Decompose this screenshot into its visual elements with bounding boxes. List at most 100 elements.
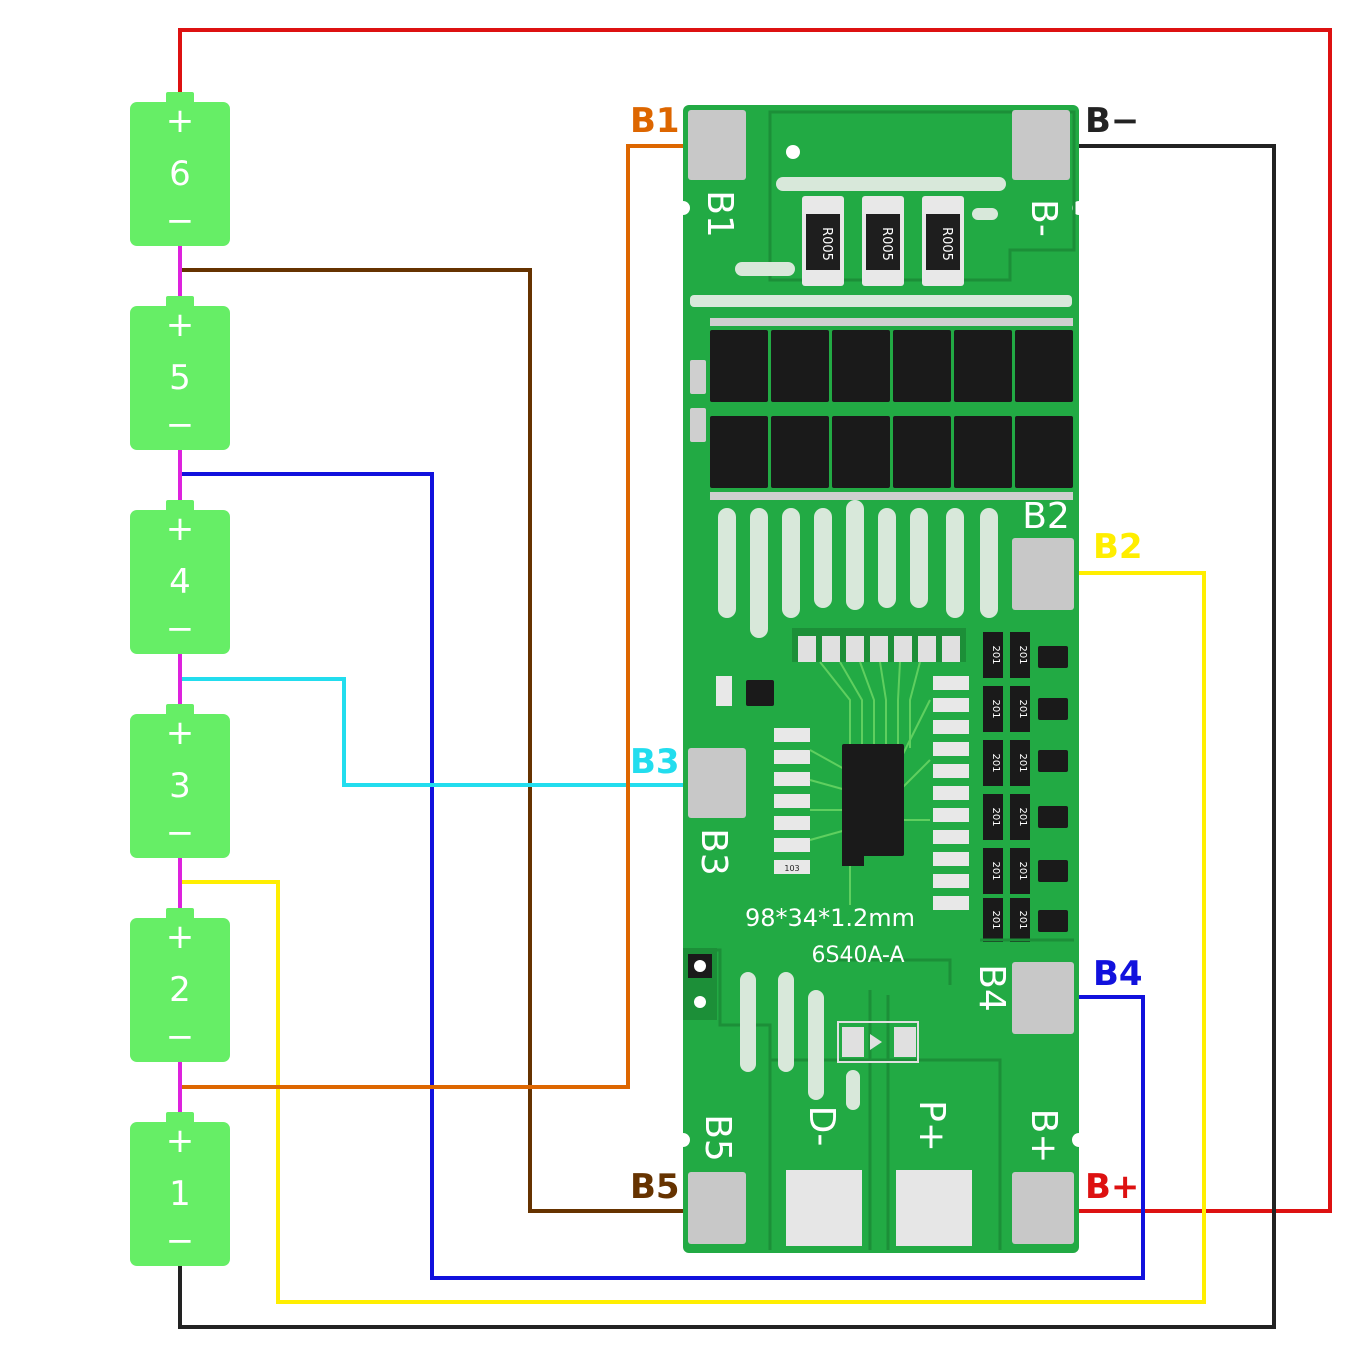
- resistor-label: 201: [1017, 807, 1028, 826]
- b3-wire: [180, 677, 718, 787]
- cell-number: 3: [169, 766, 191, 806]
- b1-pad: [688, 110, 746, 180]
- resistor-label: 201: [990, 699, 1001, 718]
- solder-strip-short: [735, 262, 795, 276]
- cell-minus-label: −: [166, 609, 195, 649]
- cell-6: + 6 −: [130, 92, 230, 246]
- resistor-label: 201: [990, 910, 1001, 929]
- shunt-label: R005: [939, 227, 954, 261]
- bms-controller-ic: [842, 744, 904, 866]
- board-size-text: 98*34*1.2mm: [745, 904, 915, 932]
- bottom-solder-stripes: [740, 972, 860, 1110]
- resistor-label: 201: [990, 645, 1001, 664]
- resistor-label: 201: [990, 807, 1001, 826]
- label-b2: B2: [1093, 527, 1143, 567]
- resistor-column-middle: [933, 676, 969, 910]
- shunt-label: R005: [879, 227, 894, 261]
- resistor-label: 201: [1017, 699, 1028, 718]
- silk-b-plus: B+: [1023, 1109, 1064, 1164]
- cell-minus-label: −: [166, 813, 195, 853]
- resistor-label: 201: [990, 861, 1001, 880]
- label-b3: B3: [630, 742, 680, 782]
- cell-plus-label: +: [166, 305, 195, 345]
- cell-5: + 5 −: [130, 296, 230, 450]
- b2-pad: [1012, 538, 1074, 610]
- silk-b4: B4: [971, 964, 1012, 1012]
- d-minus-pad: [786, 1170, 862, 1246]
- mosfet-array: [710, 330, 1073, 488]
- b4-pad: [1012, 962, 1074, 1034]
- small-transistor: [746, 680, 774, 706]
- resistor-label: 201: [1017, 910, 1028, 929]
- cell-number: 5: [169, 358, 191, 398]
- b1-wire: [180, 144, 718, 1089]
- label-b1: B1: [630, 101, 680, 141]
- bms-pcb: R005 R005 R005: [676, 105, 1086, 1253]
- b5-pad: [688, 1172, 746, 1244]
- cell-2: + 2 −: [130, 908, 230, 1062]
- silk-b3: B3: [693, 828, 734, 876]
- resistor-label: 201: [990, 753, 1001, 772]
- temp-connector: [683, 948, 717, 1020]
- silk-p-plus: P+: [911, 1100, 952, 1152]
- board-model-text: 6S40A-A: [811, 943, 904, 968]
- top-copper-outline: [768, 110, 1076, 282]
- balance-resistors: 201 201 201 201 201 201 201 201 201 201 …: [983, 632, 1030, 942]
- b-plus-pad: [1012, 1172, 1074, 1244]
- battery-cells: + 6 − + 5 − + 4 − + 3 −: [130, 92, 230, 1266]
- b-plus-wire: [178, 28, 1332, 1213]
- solder-strip: [776, 177, 1006, 191]
- cell-plus-label: +: [166, 917, 195, 957]
- solder-stripes: [718, 500, 998, 638]
- cell-plus-label: +: [166, 509, 195, 549]
- b-minus-pad: [1012, 110, 1070, 180]
- silk-b1: B1: [699, 190, 740, 238]
- mount-hole: [786, 145, 800, 159]
- ic-traces: [809, 661, 931, 905]
- b3-pad: [688, 748, 746, 818]
- b2-wire: [180, 571, 1206, 1304]
- mosfet-leads: [690, 318, 1073, 500]
- cell-3: + 3 −: [130, 704, 230, 858]
- cell-number: 2: [169, 970, 191, 1010]
- cell-1: + 1 −: [130, 1112, 230, 1266]
- resistor-label: 201: [1017, 645, 1028, 664]
- b5-wire: [180, 268, 718, 1213]
- wires: [178, 28, 1332, 1329]
- cell-plus-label: +: [166, 101, 195, 141]
- cell-minus-label: −: [166, 1221, 195, 1261]
- cell-number: 1: [169, 1174, 191, 1214]
- cell-plus-label: +: [166, 1121, 195, 1161]
- resistor-column-left: 103: [774, 728, 810, 874]
- solder-bus: [690, 295, 1072, 307]
- cell-number: 6: [169, 154, 191, 194]
- silk-b5: B5: [697, 1114, 738, 1162]
- shunt-label: R005: [819, 227, 834, 261]
- passives-top: [792, 628, 966, 662]
- balance-transistors: [1038, 646, 1068, 932]
- shunt-resistors: R005 R005 R005: [802, 196, 964, 286]
- label-b-plus: B+: [1085, 1167, 1139, 1207]
- resistor-label: 201: [1017, 861, 1028, 880]
- cell-number: 4: [169, 562, 191, 602]
- b4-wire: [180, 472, 1145, 1280]
- cell-4: + 4 −: [130, 500, 230, 654]
- cell-minus-label: −: [166, 405, 195, 445]
- label-b-minus: B−: [1085, 101, 1139, 141]
- small-resistor: [716, 676, 732, 706]
- cell-plus-label: +: [166, 713, 195, 753]
- diode: [837, 1021, 919, 1063]
- cell-minus-label: −: [166, 1017, 195, 1057]
- silk-b2: B2: [1022, 496, 1070, 537]
- silk-b-minus: B-: [1023, 199, 1064, 237]
- cell-minus-label: −: [166, 201, 195, 241]
- label-b5: B5: [630, 1167, 680, 1207]
- p-plus-pad: [896, 1170, 972, 1246]
- small-part-label: 103: [784, 864, 799, 873]
- b-minus-wire: [178, 144, 1276, 1329]
- solder-strip-small: [972, 208, 998, 220]
- resistor-label: 201: [1017, 753, 1028, 772]
- label-b4: B4: [1093, 954, 1143, 994]
